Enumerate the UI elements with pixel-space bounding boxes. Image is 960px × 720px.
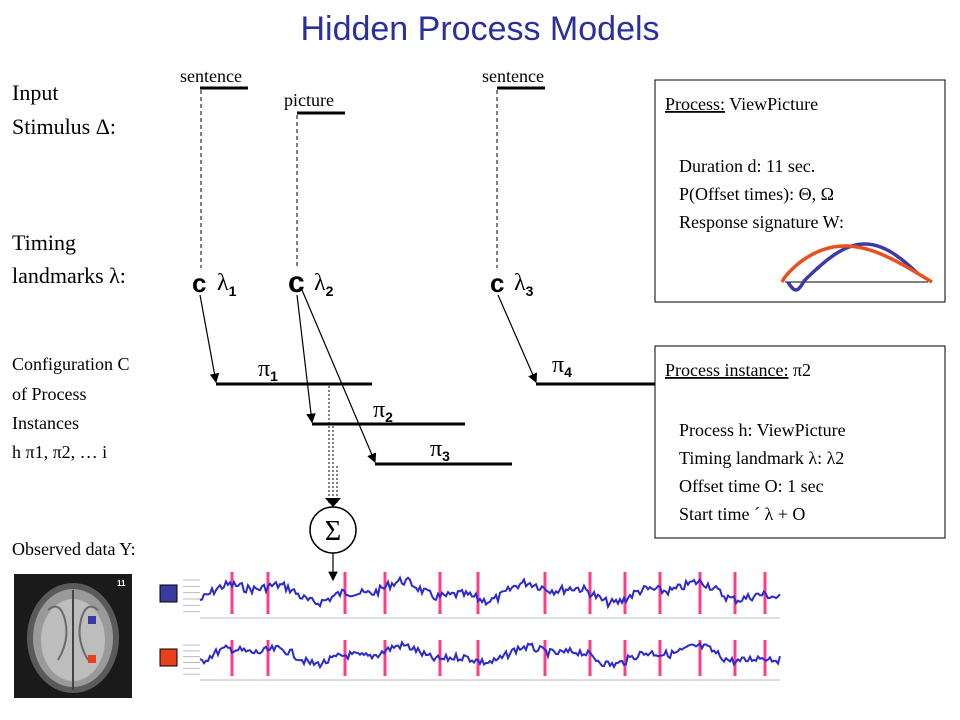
arrow-landmark1-to-pi1 xyxy=(199,294,220,384)
label-observed-data: Observed data Y: xyxy=(12,539,136,559)
landmark-glyph-2: c xyxy=(288,266,305,299)
process-instance-box xyxy=(654,345,946,539)
voxel-legend-red xyxy=(159,648,178,667)
brain-mri-image: 11 xyxy=(14,574,132,698)
arrow-landmark2-to-pi2 xyxy=(296,294,316,424)
landmark-label-1: λ1 xyxy=(217,270,237,299)
sum-symbol: Σ xyxy=(325,516,341,547)
brain-slice-number: 11 xyxy=(117,579,126,588)
label-stimulus: Stimulus Δ: xyxy=(12,114,116,139)
label-landmarks: landmarks λ: xyxy=(12,263,126,288)
landmark-glyph-1: c xyxy=(192,268,206,298)
label-instance-tuple: h π1, π2, … i xyxy=(12,442,107,462)
process-definition-box xyxy=(654,79,946,303)
instance-box-landmark: Timing landmark λ: λ2 xyxy=(679,448,844,468)
label-timing: Timing xyxy=(12,230,76,255)
instance-label-pi4: π4 xyxy=(552,352,572,380)
instance-label-pi1: π1 xyxy=(258,356,278,384)
label-of-process: of Process xyxy=(12,384,87,404)
label-configuration: Configuration C xyxy=(12,354,130,374)
instance-box-heading: Process instance: π2 xyxy=(665,360,811,380)
instance-label-pi3: π3 xyxy=(430,436,450,464)
stimulus-label-1: sentence xyxy=(180,66,242,86)
response-signature-curve-red xyxy=(780,244,933,284)
process-box-offset: P(Offset times): Θ, Ω xyxy=(679,184,834,205)
label-instances: Instances xyxy=(12,413,79,433)
landmark-glyph-3: c xyxy=(490,268,504,298)
voxel-legend-blue xyxy=(159,584,178,603)
stimulus-label-2: picture xyxy=(284,90,334,110)
observed-signal-trace-red-voxel xyxy=(199,640,781,670)
voxel-marker-blue xyxy=(88,616,96,624)
instance-box-start-time: Start time ´ λ + O xyxy=(679,504,805,524)
process-box-signature: Response signature W: xyxy=(679,212,844,232)
landmark-label-3: λ3 xyxy=(514,270,534,299)
process-box-duration: Duration d: 11 sec. xyxy=(679,156,815,176)
arrow-landmark3-to-pi4 xyxy=(497,294,538,384)
page-title: Hidden Process Models xyxy=(300,10,659,48)
landmark-label-2: λ2 xyxy=(314,270,334,299)
stimulus-label-3: sentence xyxy=(482,66,544,86)
sum-feed-arrowhead xyxy=(325,498,341,507)
arrow-landmark2-to-pi3 xyxy=(301,289,377,464)
label-input: Input xyxy=(12,80,58,105)
process-box-heading: Process: ViewPicture xyxy=(665,94,818,114)
instance-label-pi2: π2 xyxy=(373,397,393,425)
observed-signal-trace-blue-voxel xyxy=(199,575,781,610)
instance-box-offset: Offset time O: 1 sec xyxy=(679,476,824,496)
voxel-marker-red xyxy=(88,655,96,663)
instance-box-process: Process h: ViewPicture xyxy=(679,420,846,440)
